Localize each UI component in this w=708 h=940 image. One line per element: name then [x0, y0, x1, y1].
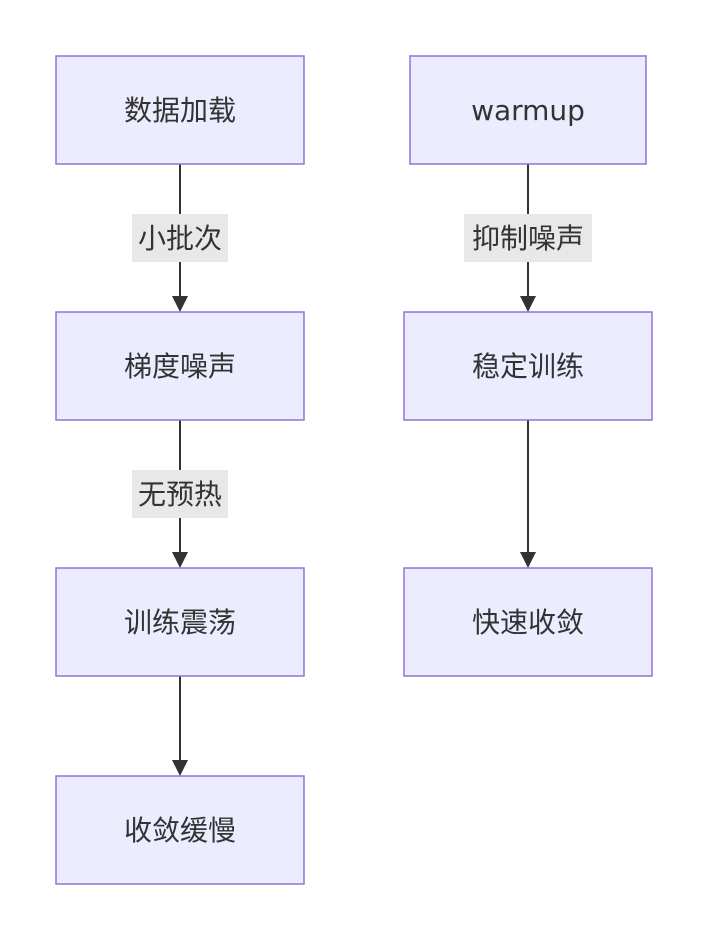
edge-label-small-batch: 小批次 [132, 214, 228, 262]
node-warmup: warmup [409, 55, 647, 165]
node-stable-training-label: 稳定训练 [472, 350, 584, 383]
node-data-loading: 数据加载 [55, 55, 305, 165]
node-fast-convergence: 快速收敛 [403, 567, 653, 677]
node-data-loading-label: 数据加载 [124, 94, 236, 127]
edge-stable-training-to-fast-convergence [520, 420, 536, 568]
edge-label-no-warmup: 无预热 [132, 470, 228, 518]
node-gradient-noise: 梯度噪声 [55, 311, 305, 421]
node-training-oscillation: 训练震荡 [55, 567, 305, 677]
arrow-head-icon [520, 552, 536, 568]
arrow-head-icon [172, 296, 188, 312]
edge-label-small-batch-text: 小批次 [138, 222, 222, 255]
node-gradient-noise-label: 梯度噪声 [124, 350, 236, 383]
arrow-head-icon [172, 760, 188, 776]
node-slow-convergence: 收敛缓慢 [55, 775, 305, 885]
edge-label-no-warmup-text: 无预热 [138, 478, 222, 511]
arrow-head-icon [520, 296, 536, 312]
node-training-oscillation-label: 训练震荡 [124, 606, 236, 639]
arrow-head-icon [172, 552, 188, 568]
node-fast-convergence-label: 快速收敛 [472, 606, 584, 639]
node-stable-training: 稳定训练 [403, 311, 653, 421]
edge-training-oscillation-to-slow-convergence [172, 676, 188, 776]
node-slow-convergence-label: 收敛缓慢 [124, 814, 236, 847]
edge-label-suppress-noise-text: 抑制噪声 [472, 222, 584, 255]
edge-label-suppress-noise: 抑制噪声 [464, 214, 592, 262]
node-warmup-label: warmup [471, 94, 585, 127]
